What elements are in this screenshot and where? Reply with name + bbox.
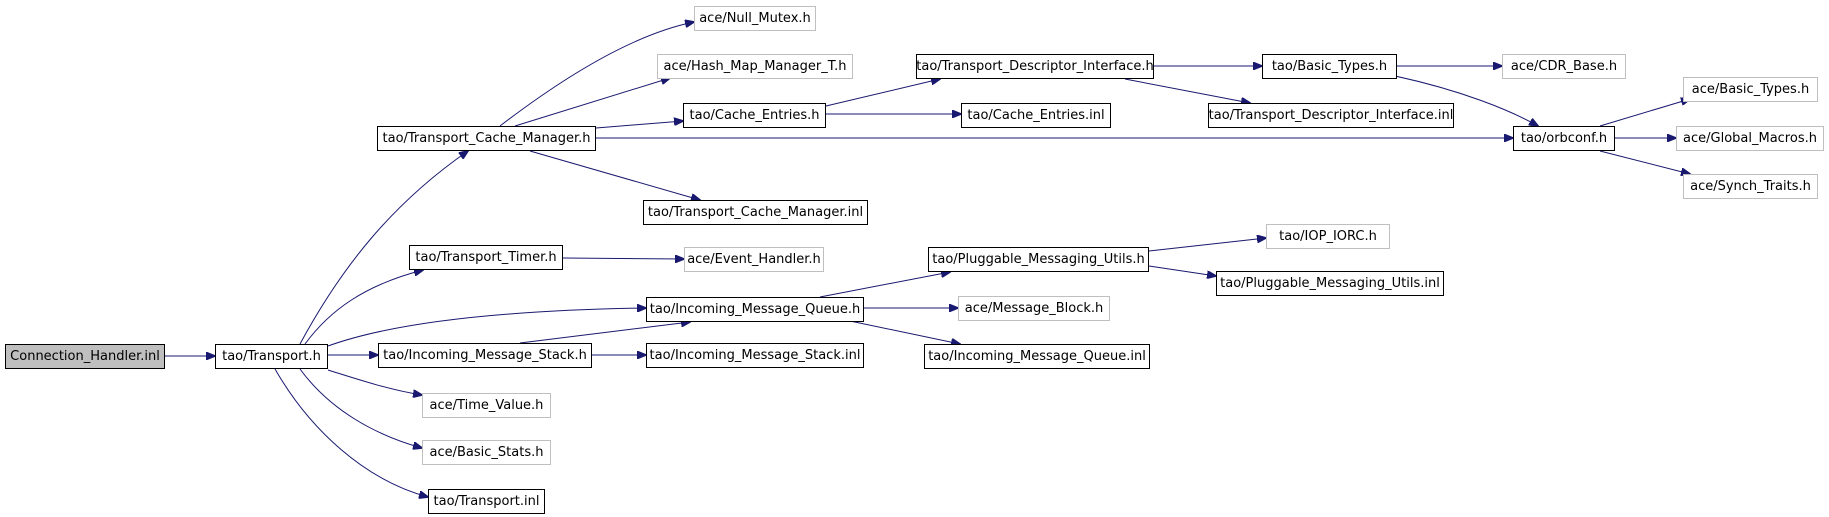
node-tao-pluggable-messaging-utils-h[interactable]: tao/Pluggable_Messaging_Utils.h	[928, 247, 1149, 272]
edge-pluggable-h-to-iop-iorc	[1148, 238, 1266, 252]
edge-pluggable-h-to-pluggable-inl	[1148, 265, 1216, 276]
edge-transport-to-cache-manager	[299, 151, 468, 345]
node-tao-incoming-message-queue-inl[interactable]: tao/Incoming_Message_Queue.inl	[924, 344, 1150, 369]
edge-transport-to-basic-stats	[299, 368, 422, 448]
edge-queue-to-queue-inl	[849, 320, 960, 344]
node-tao-incoming-message-stack-inl[interactable]: tao/Incoming_Message_Stack.inl	[646, 343, 864, 368]
node-tao-transport-cache-manager-inl[interactable]: tao/Transport_Cache_Manager.inl	[643, 200, 868, 225]
edge-orbconf-to-ace-basic-types	[1599, 99, 1690, 127]
edge-cache-manager-to-null-mutex	[499, 22, 694, 127]
node-tao-transport-timer-h[interactable]: tao/Transport_Timer.h	[409, 245, 563, 270]
node-ace-message-block-h: ace/Message_Block.h	[958, 296, 1110, 321]
node-tao-iop-iorc-h: tao/IOP_IORC.h	[1266, 224, 1390, 249]
edge-cache-manager-to-cache-entries	[595, 121, 683, 129]
edge-cache-entries-to-descriptor-h	[825, 79, 940, 107]
edge-orbconf-to-synch-traits	[1599, 150, 1690, 174]
node-tao-pluggable-messaging-utils-inl[interactable]: tao/Pluggable_Messaging_Utils.inl	[1216, 271, 1444, 296]
node-tao-cache-entries-inl[interactable]: tao/Cache_Entries.inl	[961, 103, 1111, 128]
node-ace-basic-stats-h: ace/Basic_Stats.h	[422, 440, 551, 465]
edge-basic-types-to-orbconf	[1394, 75, 1538, 126]
edge-transport-to-time-value	[327, 369, 422, 395]
node-tao-transport-inl[interactable]: tao/Transport.inl	[428, 489, 545, 514]
node-tao-transport-descriptor-interface-h[interactable]: tao/Transport_Descriptor_Interface.h	[916, 54, 1154, 79]
edge-descriptor-h-to-descriptor-inl	[1124, 78, 1250, 103]
node-tao-incoming-message-stack-h[interactable]: tao/Incoming_Message_Stack.h	[378, 343, 592, 368]
edge-cache-manager-to-cache-manager-inl	[529, 150, 700, 200]
edge-queue-to-pluggable-h	[819, 272, 950, 298]
node-tao-incoming-message-queue-h[interactable]: tao/Incoming_Message_Queue.h	[646, 297, 864, 322]
node-ace-cdr-base-h: ace/CDR_Base.h	[1502, 54, 1626, 79]
node-tao-transport-cache-manager-h[interactable]: tao/Transport_Cache_Manager.h	[377, 126, 596, 151]
edge-transport-to-timer	[304, 270, 423, 345]
node-tao-orbconf-h[interactable]: tao/orbconf.h	[1513, 126, 1615, 151]
node-ace-basic-types-h: ace/Basic_Types.h	[1683, 77, 1818, 102]
node-ace-synch-traits-h: ace/Synch_Traits.h	[1683, 174, 1818, 199]
node-ace-null-mutex-h: ace/Null_Mutex.h	[694, 6, 816, 31]
node-connection-handler-inl: Connection_Handler.inl	[5, 344, 165, 369]
edge-cache-manager-to-hash-map	[514, 78, 670, 127]
node-tao-transport-h[interactable]: tao/Transport.h	[215, 344, 328, 369]
edge-timer-to-event-handler	[562, 258, 684, 259]
edge-transport-to-incoming-queue	[327, 308, 646, 347]
node-tao-transport-descriptor-interface-inl[interactable]: tao/Transport_Descriptor_Interface.inl	[1208, 103, 1454, 128]
node-tao-basic-types-h[interactable]: tao/Basic_Types.h	[1262, 54, 1397, 79]
node-ace-time-value-h: ace/Time_Value.h	[422, 393, 551, 418]
node-tao-cache-entries-h[interactable]: tao/Cache_Entries.h	[683, 103, 826, 128]
edge-stack-to-queue	[519, 322, 690, 344]
node-ace-hash-map-manager-t-h: ace/Hash_Map_Manager_T.h	[657, 54, 853, 79]
node-ace-global-macros-h: ace/Global_Macros.h	[1676, 126, 1824, 151]
node-ace-event-handler-h: ace/Event_Handler.h	[684, 247, 824, 272]
edge-transport-to-transport-inl	[274, 368, 428, 497]
